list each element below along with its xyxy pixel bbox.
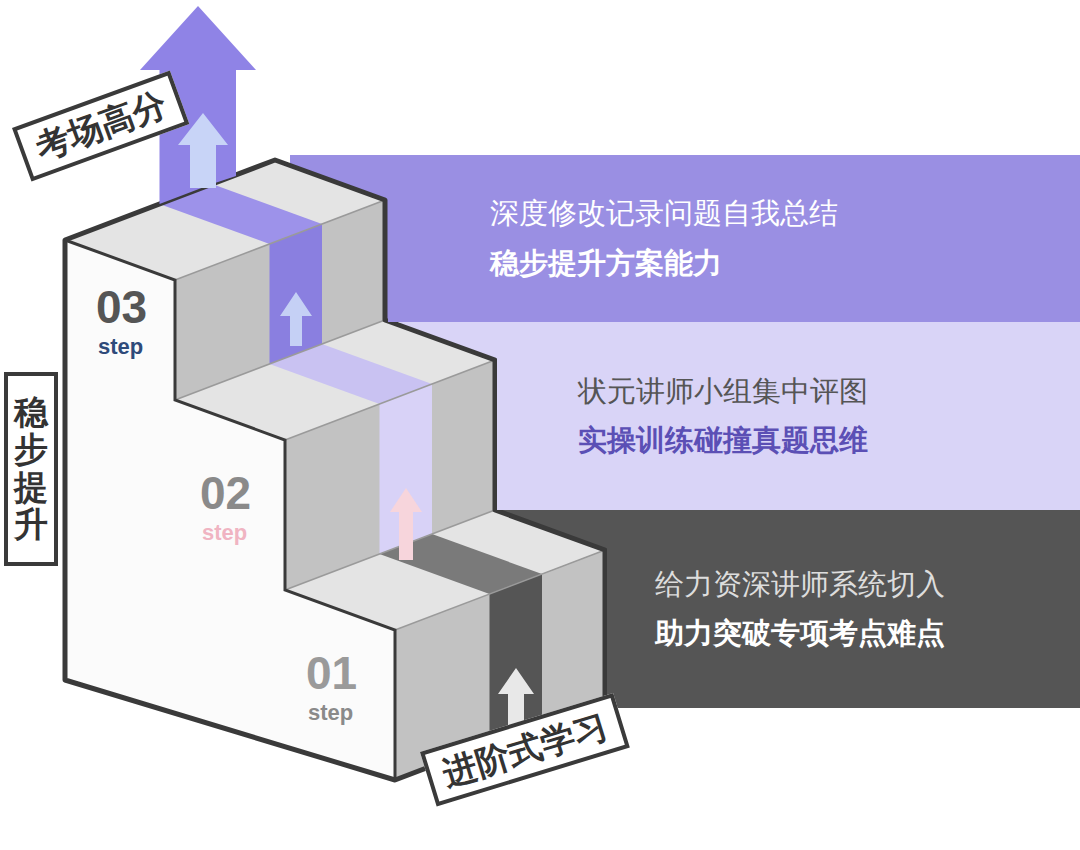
method-tag: 进阶式学习 [420, 693, 630, 806]
band-heading: 稳步提升方案能力 [490, 246, 1080, 281]
stage-band: 给力资深讲师系统切入助力突破专项考点难点 [607, 510, 1080, 708]
step-word: step [308, 702, 353, 724]
goal-tag: 考场高分 [12, 71, 189, 182]
step-word: step [98, 336, 143, 358]
stage-band: 深度修改记录问题自我总结稳步提升方案能力 [388, 155, 1080, 322]
band-text: 深度修改记录问题自我总结 [490, 196, 1080, 231]
step-number: 01 [306, 650, 357, 696]
step-number: 03 [96, 284, 147, 330]
step-word: step [202, 522, 247, 544]
band-heading: 助力突破专项考点难点 [655, 616, 1080, 651]
band-text: 状元讲师小组集中评图 [578, 374, 1080, 409]
band-heading: 实操训练碰撞真题思维 [578, 423, 1080, 458]
stair-profile [65, 240, 395, 780]
stage-band: 状元讲师小组集中评图实操训练碰撞真题思维 [497, 322, 1080, 510]
side-tag: 稳步提升 [4, 372, 58, 566]
band-grounds [290, 155, 1080, 708]
step-number: 02 [200, 470, 251, 516]
tag-text: 考场高分 [30, 84, 172, 169]
tag-text: 稳步提升 [14, 394, 48, 544]
tag-text: 进阶式学习 [438, 705, 612, 794]
band-text: 给力资深讲师系统切入 [655, 567, 1080, 602]
